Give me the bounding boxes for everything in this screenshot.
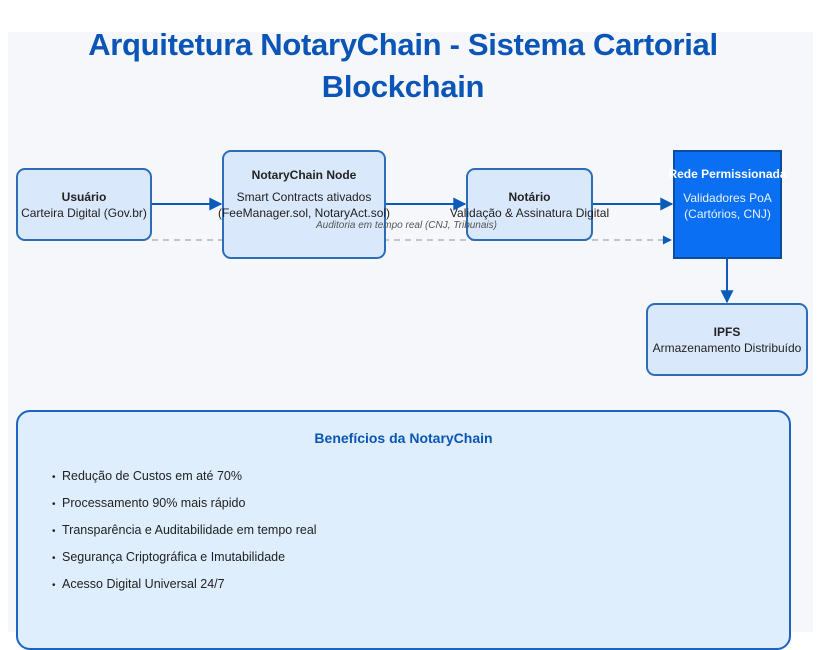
diagram-title: Arquitetura NotaryChain - Sistema Cartor…: [88, 27, 718, 104]
node-notario-name: Notário: [508, 189, 551, 204]
bullet-icon: •: [52, 553, 56, 564]
node-rede-description: Validadores PoA: [683, 191, 772, 205]
node-notario-description: Validação & Assinatura Digital: [449, 205, 610, 220]
benefit-item: • Processamento 90% mais rápido: [52, 493, 317, 520]
node-notarychain-node[interactable]: NotaryChain Node Smart Contracts ativado…: [218, 150, 390, 259]
node-notario[interactable]: Notário Validação & Assinatura Digital: [450, 168, 609, 241]
node-rede-permissionada[interactable]: Rede Permissionada Validadores PoA (Cart…: [668, 150, 787, 259]
node-usuario[interactable]: Usuário Carteira Digital (Gov.br): [16, 168, 152, 241]
node-ipfs-description: Armazenamento Distribuído: [652, 340, 802, 355]
benefit-text: Segurança Criptográfica e Imutabilidade: [62, 550, 286, 564]
benefit-text: Processamento 90% mais rápido: [62, 496, 246, 510]
benefit-item: • Redução de Custos em até 70%: [52, 466, 317, 493]
benefits-list: • Redução de Custos em até 70% • Processam…: [52, 466, 317, 601]
node-ipfs[interactable]: IPFS Armazenamento Distribuído: [646, 303, 808, 376]
node-usuario-description: Carteira Digital (Gov.br): [21, 205, 147, 220]
benefit-text: Acesso Digital Universal 24/7: [62, 577, 225, 591]
node-ipfs-name: IPFS: [713, 324, 741, 339]
benefit-text: Redução de Custos em até 70%: [62, 469, 242, 483]
node-rede-validators: (Cartórios, CNJ): [684, 207, 771, 221]
bullet-icon: •: [52, 580, 56, 591]
bullet-icon: •: [52, 526, 56, 537]
benefits-panel: Benefícios da NotaryChain • Redução de Cu…: [16, 410, 791, 650]
node-rede-name: Rede Permissionada: [668, 167, 787, 181]
benefit-item: • Segurança Criptográfica e Imutabilidade: [52, 547, 317, 574]
node-notarychain-node-contracts: (FeeManager.sol, NotaryAct.sol): [217, 206, 391, 220]
benefit-text: Transparência e Auditabilidade em tempo …: [62, 523, 317, 537]
node-notarychain-node-name: NotaryChain Node: [251, 168, 357, 182]
benefit-item: • Transparência e Auditabilidade em tempo…: [52, 520, 317, 547]
node-usuario-name: Usuário: [61, 189, 107, 204]
node-notarychain-node-description: Smart Contracts ativados: [236, 190, 372, 204]
edge-audit-label: Auditoria em tempo real (CNJ, Tribunais): [316, 220, 497, 231]
bullet-icon: •: [52, 499, 56, 510]
benefit-item: • Acesso Digital Universal 24/7: [52, 574, 317, 601]
benefits-title: Benefícios da NotaryChain: [314, 430, 493, 446]
bullet-icon: •: [52, 472, 56, 483]
